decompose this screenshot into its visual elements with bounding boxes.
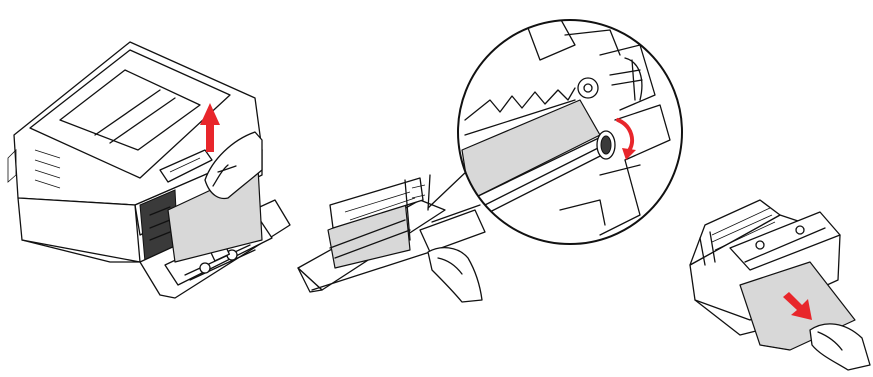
hand-icon <box>428 248 482 302</box>
panel-fuser-detail <box>298 18 682 302</box>
panel-paper-removal <box>690 200 870 370</box>
panel-printer-open <box>8 42 290 298</box>
hand-icon <box>810 324 870 370</box>
magnifier-connector <box>428 170 468 208</box>
magnified-fuser-view <box>458 18 682 244</box>
